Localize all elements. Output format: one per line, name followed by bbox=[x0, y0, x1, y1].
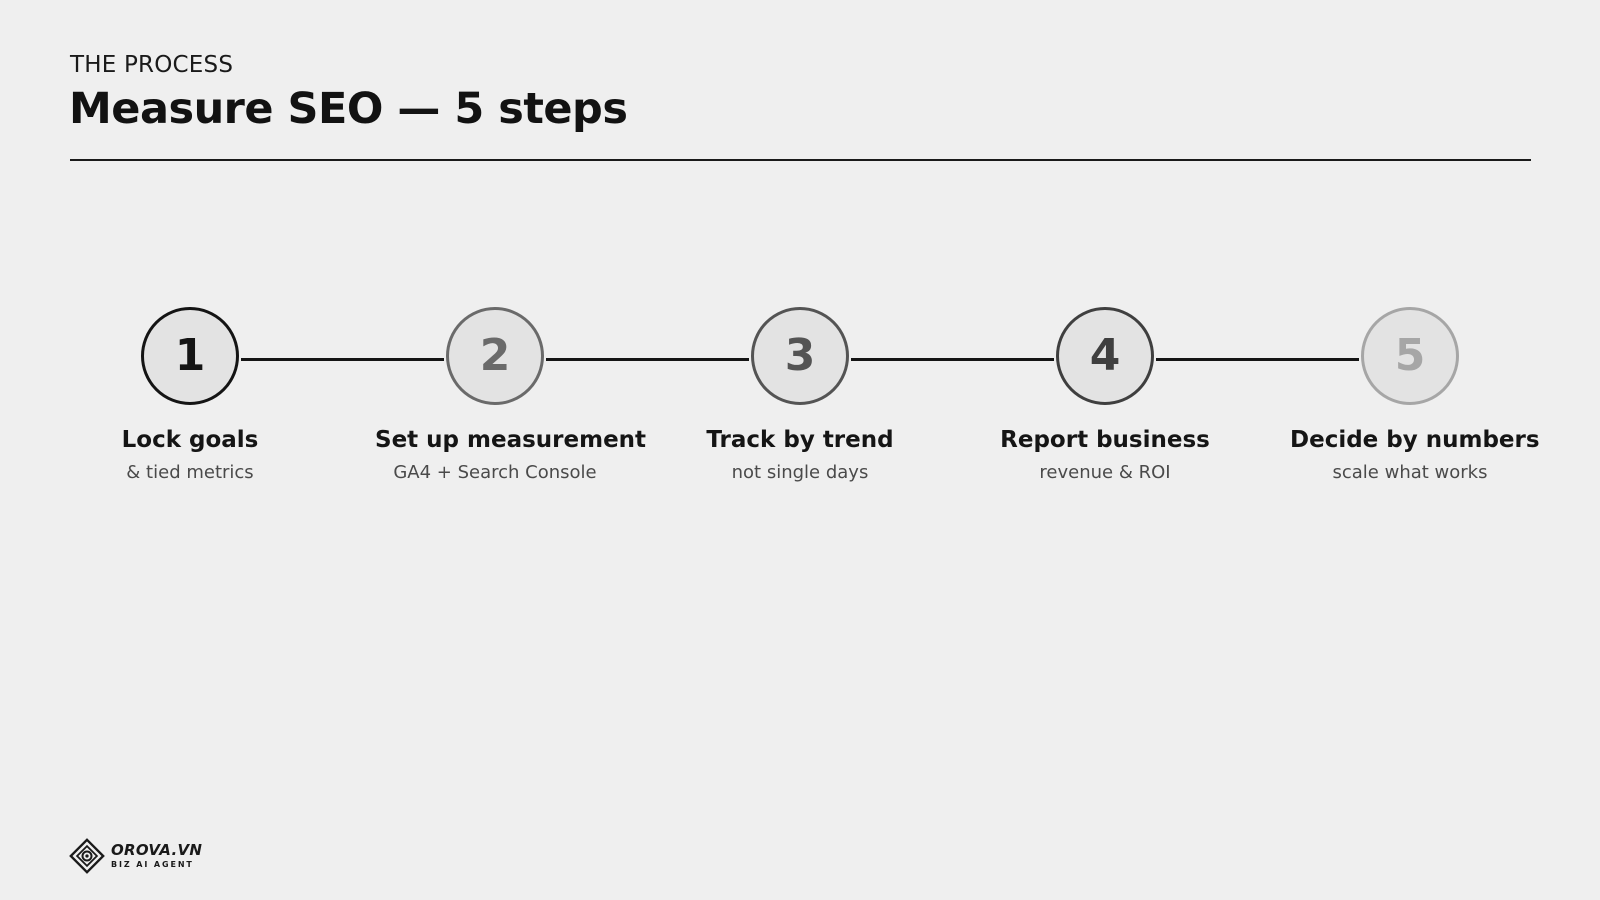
brand-logo: OROVA.VN BIZ AI AGENT bbox=[69, 838, 202, 874]
step-4: 4 Report business revenue & ROI bbox=[985, 307, 1225, 483]
step-number-circle: 4 bbox=[1056, 307, 1154, 405]
step-title: Lock goals bbox=[121, 427, 259, 453]
step-2: 2 Set up measurement GA4 + Search Consol… bbox=[375, 307, 647, 483]
page-title: Measure SEO — 5 steps bbox=[69, 84, 628, 134]
step-title: Track by trend bbox=[706, 427, 894, 453]
step-title: Report business bbox=[1000, 427, 1210, 453]
diamond-spiral-icon bbox=[69, 838, 105, 874]
step-subtitle: not single days bbox=[731, 462, 869, 483]
logo-tagline: BIZ AI AGENT bbox=[111, 860, 194, 869]
timeline-connector bbox=[546, 358, 749, 361]
section-eyebrow: THE PROCESS bbox=[70, 52, 234, 78]
step-number-circle: 2 bbox=[446, 307, 544, 405]
step-number-circle: 1 bbox=[141, 307, 239, 405]
step-title: Set up measurement bbox=[375, 427, 647, 453]
timeline-connector bbox=[241, 358, 444, 361]
step-number-circle: 3 bbox=[751, 307, 849, 405]
step-number-circle: 5 bbox=[1361, 307, 1459, 405]
header-divider bbox=[70, 159, 1531, 161]
step-1: 1 Lock goals & tied metrics bbox=[70, 307, 310, 483]
step-subtitle: revenue & ROI bbox=[1039, 462, 1171, 483]
step-subtitle: GA4 + Search Console bbox=[393, 462, 597, 483]
step-subtitle: scale what works bbox=[1332, 462, 1488, 483]
step-subtitle: & tied metrics bbox=[126, 462, 254, 483]
timeline-connector bbox=[851, 358, 1054, 361]
step-3: 3 Track by trend not single days bbox=[680, 307, 920, 483]
step-5: 5 Decide by numbers scale what works bbox=[1290, 307, 1540, 483]
step-title: Decide by numbers bbox=[1290, 427, 1540, 453]
logo-name: OROVA.VN bbox=[111, 841, 203, 859]
timeline-connector bbox=[1156, 358, 1359, 361]
